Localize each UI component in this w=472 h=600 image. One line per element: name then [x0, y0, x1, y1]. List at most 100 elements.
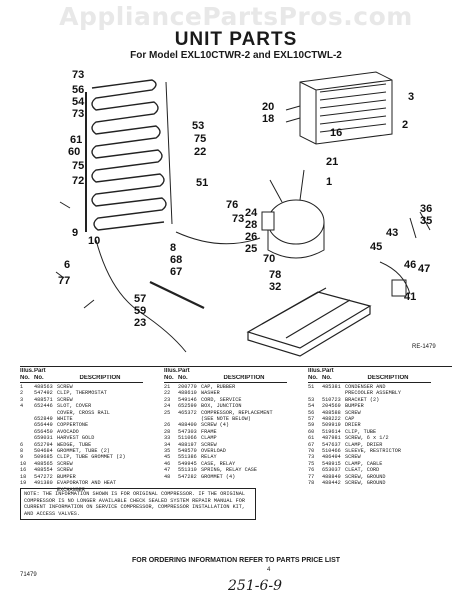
part-number: 548570: [178, 448, 197, 455]
description: RELAY: [201, 454, 217, 461]
description: CLAMP: [201, 435, 217, 442]
description: GROMMET, TUBE (2): [57, 448, 110, 455]
part-number: 200770: [178, 384, 197, 390]
description: BUMPER: [345, 403, 364, 410]
description: COVER, CROSS RAIL: [57, 409, 110, 416]
callout: 77: [58, 275, 70, 287]
illus-number: 2: [20, 390, 24, 397]
ordering-footer: FOR ORDERING INFORMATION REFER TO PARTS …: [131, 557, 341, 564]
callout: 32: [269, 281, 281, 293]
callout: 57: [134, 293, 146, 305]
callout: 45: [370, 241, 382, 253]
illus-number: 46: [164, 460, 171, 467]
description: SCREW: [345, 409, 361, 416]
callout: 43: [386, 227, 398, 239]
part-number: 652794: [34, 441, 53, 448]
description: EXCHANGER: [57, 486, 86, 493]
part-number: 551386: [178, 454, 197, 461]
illus-number: 54: [308, 403, 315, 410]
description: SCREW: [201, 441, 217, 448]
description: SCREW (4): [201, 422, 230, 429]
illus-number: 9: [20, 454, 24, 461]
part-number: 519614: [322, 428, 341, 435]
part-number: 488563: [34, 384, 53, 390]
table-row: 45 551386 RELAY: [164, 454, 287, 460]
illus-number: 57: [308, 416, 315, 423]
illus-number: 77: [308, 473, 315, 480]
illus-number: 28: [164, 428, 171, 435]
callout: 21: [326, 156, 338, 168]
part-number: 486494: [322, 454, 341, 461]
page-title: UNIT PARTS: [174, 29, 298, 50]
description: WHITE: [57, 416, 73, 423]
illus-number: 16: [20, 467, 27, 474]
table-row: (SEE NOTE BELOW): [164, 416, 287, 422]
part-number: 511066: [178, 435, 197, 442]
callout: 73: [232, 213, 244, 225]
description: WEDGE, TUBE: [57, 441, 92, 448]
description: SCREW, 6 x 1/2: [345, 435, 389, 442]
callout: 10: [88, 235, 100, 247]
part-number: 510723: [322, 396, 341, 403]
callout: 20: [262, 101, 274, 113]
illus-number: 47: [164, 467, 171, 474]
description: FRAME: [201, 428, 217, 435]
part-number: 488222: [322, 416, 341, 423]
illus-number: 56: [308, 409, 315, 416]
callout: 46: [404, 259, 416, 271]
callout: 28: [245, 219, 257, 231]
description: SCREW: [57, 396, 73, 403]
illus-number: 6: [20, 441, 24, 448]
table-row: 35 548570 OVERLOAD: [164, 448, 287, 454]
description: HARVEST GOLD: [57, 435, 95, 442]
callout-labels: 73 56 54 73 61 60 75 72 9 77 53 75 22 51…: [58, 69, 432, 329]
illus-number: 26: [164, 422, 171, 429]
description: CLIP, THERMOSTAT: [57, 390, 107, 397]
illus-number: 78: [308, 480, 315, 487]
description: SLEEVE, RESTRICTOR: [345, 448, 402, 455]
callout: 75: [72, 160, 84, 172]
illus-number: 8: [20, 448, 24, 455]
illus-number: 45: [164, 454, 171, 461]
illus-number: 22: [164, 390, 171, 397]
table-top-rule: [20, 366, 452, 367]
illus-number: 18: [20, 473, 27, 480]
description: COPPERTONE: [57, 422, 89, 429]
description: SCREW, GROUND: [345, 480, 386, 487]
callout: 6: [64, 259, 70, 271]
part-number: 488554: [34, 467, 53, 474]
illus-number: 35: [164, 448, 171, 455]
description: GROMMET (4): [201, 473, 236, 480]
description: OVERLOAD: [201, 448, 226, 455]
part-number: 549146: [178, 396, 197, 403]
part-number: 488610: [178, 390, 197, 397]
part-number: 652599: [178, 403, 197, 410]
description: EVAPORATOR AND HEAT: [57, 480, 117, 487]
description: CLAMP, DRIER: [345, 441, 383, 448]
callout: 68: [170, 254, 182, 266]
part-number: 548915: [322, 460, 341, 467]
table-row: EXCHANGER: [20, 487, 143, 493]
compressor-note: NOTE: THE INFORMATION SHOWN IS FOR ORIGI…: [20, 488, 256, 521]
callout: 73: [72, 108, 84, 120]
callout: 60: [68, 146, 80, 158]
